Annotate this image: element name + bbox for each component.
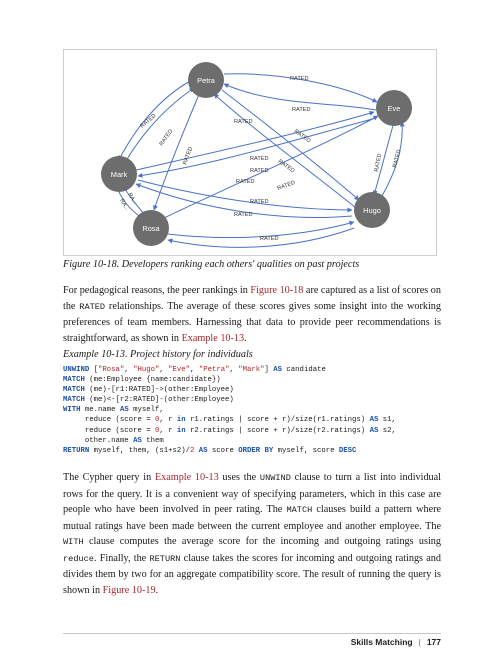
- page-footer: Skills Matching | 177: [351, 637, 441, 647]
- code-line-8: other.name AS them: [63, 436, 164, 445]
- edge-hugo-rosa: [167, 227, 355, 248]
- node-eve: Eve: [376, 90, 412, 126]
- inline-code-reduce: reduce: [63, 553, 94, 564]
- inline-code-with: WITH: [63, 537, 84, 547]
- example-caption: Example 10-13. Project history for indiv…: [63, 349, 253, 360]
- code-line-2: MATCH (me:Employee {name:candidate}): [63, 376, 221, 385]
- edge-hugo-eve: [381, 121, 405, 197]
- edge-rosa-eve: [163, 115, 379, 219]
- edge-label-14: RATED: [234, 212, 253, 218]
- para2-text-a: The Cypher query in: [63, 472, 155, 483]
- edge-label-17: RATED: [392, 149, 403, 168]
- edge-label-13: RATED: [250, 199, 269, 205]
- code-line-3: MATCH (me)-[r1:RATED]->(other:Employee): [63, 386, 234, 395]
- page-number: 177: [426, 637, 441, 647]
- code-line-1: UNWIND ["Rosa", "Hugo", "Eve", "Petra", …: [63, 366, 326, 374]
- node-label-petra: Petra: [197, 76, 216, 85]
- paragraph-1: For pedagogical reasons, the peer rankin…: [63, 283, 441, 346]
- inline-code-match: MATCH: [286, 505, 313, 515]
- footer-divider: [63, 633, 441, 634]
- edge-hugo-petra: [213, 93, 357, 209]
- code-line-5: WITH me.name AS myself,: [63, 406, 164, 415]
- paragraph-2: The Cypher query in Example 10-13 uses t…: [63, 470, 441, 598]
- para1-text-a: For pedagogical reasons, the peer rankin…: [63, 285, 251, 296]
- figure-caption: Figure 10-18. Developers ranking each ot…: [63, 259, 360, 270]
- edge-label-9: RATED: [250, 168, 269, 174]
- graph-diagram: RATED RATED RATED RATED RATED RATED RATE…: [101, 62, 412, 248]
- edge-rosa-hugo: [167, 220, 355, 239]
- edge-mark-hugo: [137, 179, 353, 213]
- figure-link-2[interactable]: Figure 10-19: [102, 584, 156, 596]
- edge-mark-eve: [135, 110, 375, 171]
- edge-mark-petra: [123, 87, 195, 165]
- inline-code-unwind: UNWIND: [259, 473, 291, 483]
- edge-label-16: RATED: [374, 153, 383, 172]
- edge-petra-mark: [118, 79, 193, 161]
- node-petra: Petra: [188, 62, 224, 98]
- edge-petra-rosa: [153, 91, 201, 211]
- edge-hugo-mark: [135, 183, 353, 218]
- edge-label-2: RATED: [292, 107, 311, 113]
- edge-label-5: RATED: [159, 129, 175, 148]
- node-label-mark: Mark: [111, 170, 128, 179]
- edge-label-11: RATED: [236, 179, 255, 185]
- figure-link[interactable]: Figure 10-18: [250, 285, 304, 296]
- para2-text-d: clauses build a pattern where mutual rat…: [63, 504, 441, 532]
- node-mark: Mark: [101, 156, 137, 192]
- para1-text-d: .: [244, 332, 247, 344]
- para1-text-b: are captured as a list of scores on the: [63, 285, 441, 312]
- inline-code-return: RETURN: [149, 553, 181, 564]
- para2-text-g: clause takes the scores for incoming and…: [63, 552, 441, 596]
- code-line-6: reduce (score = 0, r in r1.ratings | sco…: [63, 416, 396, 425]
- edge-eve-mark: [137, 117, 377, 178]
- edge-label-12: RATED: [277, 180, 296, 192]
- code-line-4: MATCH (me)<-[r2:RATED]-(other:Employee): [63, 396, 234, 405]
- edge-petra-eve: [223, 73, 378, 103]
- code-listing: UNWIND ["Rosa", "Hugo", "Eve", "Petra", …: [63, 365, 396, 456]
- figure-graph: RATED RATED RATED RATED RATED RATED RATE…: [63, 49, 437, 256]
- example-link-2[interactable]: Example 10-13: [154, 472, 219, 483]
- node-label-rosa: Rosa: [142, 224, 160, 233]
- edge-eve-petra: [223, 83, 377, 111]
- para2-text-f: . Finally, the: [93, 552, 150, 564]
- para2-text-c: clause to turn a list into individual ro…: [63, 472, 441, 515]
- footer-separator: |: [418, 637, 421, 647]
- node-rosa: Rosa: [133, 210, 169, 246]
- footer-section: Skills Matching: [350, 637, 413, 647]
- para2-text-b: uses the: [218, 472, 260, 483]
- edge-label-15: RATED: [260, 236, 279, 242]
- edge-petra-hugo: [221, 89, 360, 201]
- edge-label-3: RATED: [234, 119, 253, 125]
- example-link[interactable]: Example 10-13: [181, 332, 245, 344]
- edge-eve-hugo: [372, 121, 395, 196]
- para1-text-c: relationships. The average of these scor…: [63, 300, 441, 344]
- edge-label-19: RA...: [118, 198, 130, 212]
- para2-text-h: .: [155, 584, 159, 596]
- inline-code-rated: RATED: [79, 301, 106, 312]
- node-label-eve: Eve: [388, 104, 401, 113]
- edge-label-8: RATED: [250, 156, 269, 162]
- node-hugo: Hugo: [354, 192, 390, 228]
- para2-text-e: clause computes the average score for th…: [83, 536, 441, 547]
- edge-label-6: RATED: [182, 146, 194, 165]
- edge-label-18: RA...: [126, 192, 138, 206]
- code-line-9: RETURN myself, them, (s1+s2)/2 AS score …: [63, 446, 357, 455]
- edge-label-1: RATED: [290, 76, 309, 82]
- code-line-7: reduce (score = 0, r in r2.ratings | sco…: [63, 426, 396, 435]
- node-label-hugo: Hugo: [363, 206, 381, 215]
